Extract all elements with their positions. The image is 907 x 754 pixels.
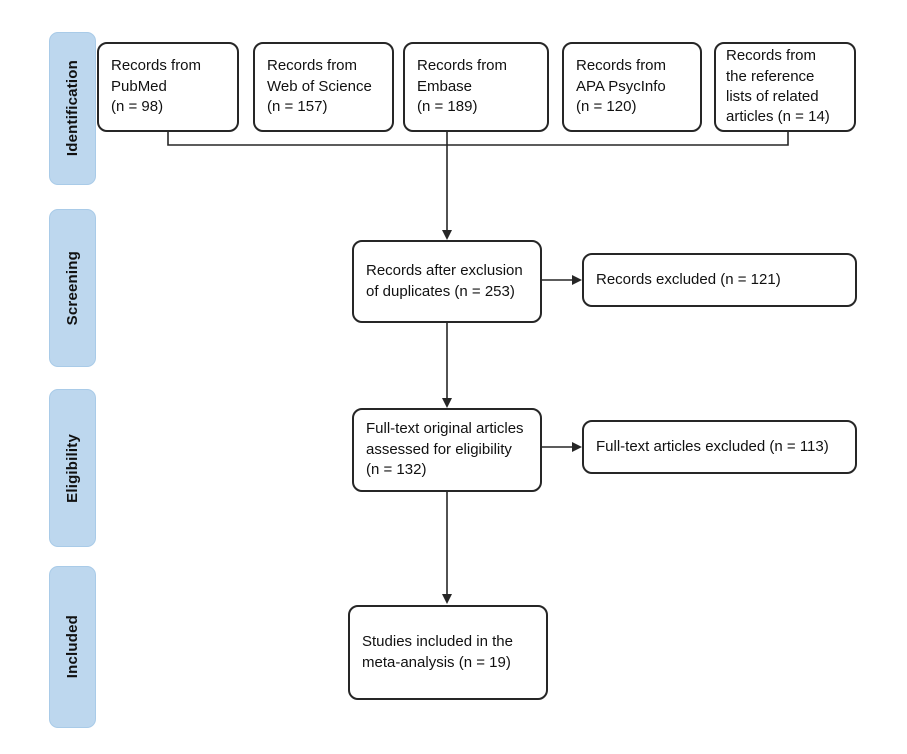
arrow-eligibility-to-excluded-head <box>572 442 582 452</box>
fulltext-excluded-box: Full-text articles excluded (n = 113) <box>582 420 857 474</box>
stage-identification: Identification <box>49 32 96 185</box>
arrow-screening-to-excluded-head <box>572 275 582 285</box>
records-excluded-box: Records excluded (n = 121) <box>582 253 857 307</box>
source-box-label: Records from Embase (n = 189) <box>417 57 508 116</box>
source-box-label: Records from the reference lists of rela… <box>726 47 830 126</box>
included-studies-label: Studies included in the meta-analysis (n… <box>362 633 513 671</box>
source-box-label: Records from PubMed (n = 98) <box>111 57 202 116</box>
source-box-label: Records from Web of Science (n = 157) <box>267 57 372 116</box>
source-box-web-of-science: Records from Web of Science (n = 157) <box>253 42 394 132</box>
source-box-embase: Records from Embase (n = 189) <box>403 42 549 132</box>
screening-records-box: Records after exclusion of duplicates (n… <box>352 240 542 323</box>
records-excluded-label: Records excluded (n = 121) <box>596 270 781 288</box>
arrow-top-to-screening-head <box>442 230 452 240</box>
screening-records-label: Records after exclusion of duplicates (n… <box>366 262 523 300</box>
arrow-eligibility-to-included-head <box>442 594 452 604</box>
stage-label: Identification <box>64 60 81 157</box>
fulltext-excluded-label: Full-text articles excluded (n = 113) <box>596 437 829 455</box>
source-box-label: Records from APA PsycInfo (n = 120) <box>576 57 667 116</box>
stage-included: Included <box>49 566 96 728</box>
bracket-connector <box>167 131 789 146</box>
arrow-screening-to-eligibility-head <box>442 398 452 408</box>
source-box-reference-lists: Records from the reference lists of rela… <box>714 42 856 132</box>
stage-label: Eligibility <box>64 433 81 503</box>
eligibility-fulltext-label: Full-text original articles assessed for… <box>366 420 524 479</box>
stage-screening: Screening <box>49 209 96 367</box>
source-box-apa-psycinfo: Records from APA PsycInfo (n = 120) <box>562 42 702 132</box>
eligibility-fulltext-box: Full-text original articles assessed for… <box>352 408 542 492</box>
stage-label: Screening <box>64 250 81 326</box>
stage-eligibility: Eligibility <box>49 389 96 547</box>
stage-label: Included <box>64 615 81 679</box>
source-box-pubmed: Records from PubMed (n = 98) <box>97 42 239 132</box>
included-studies-box: Studies included in the meta-analysis (n… <box>348 605 548 700</box>
